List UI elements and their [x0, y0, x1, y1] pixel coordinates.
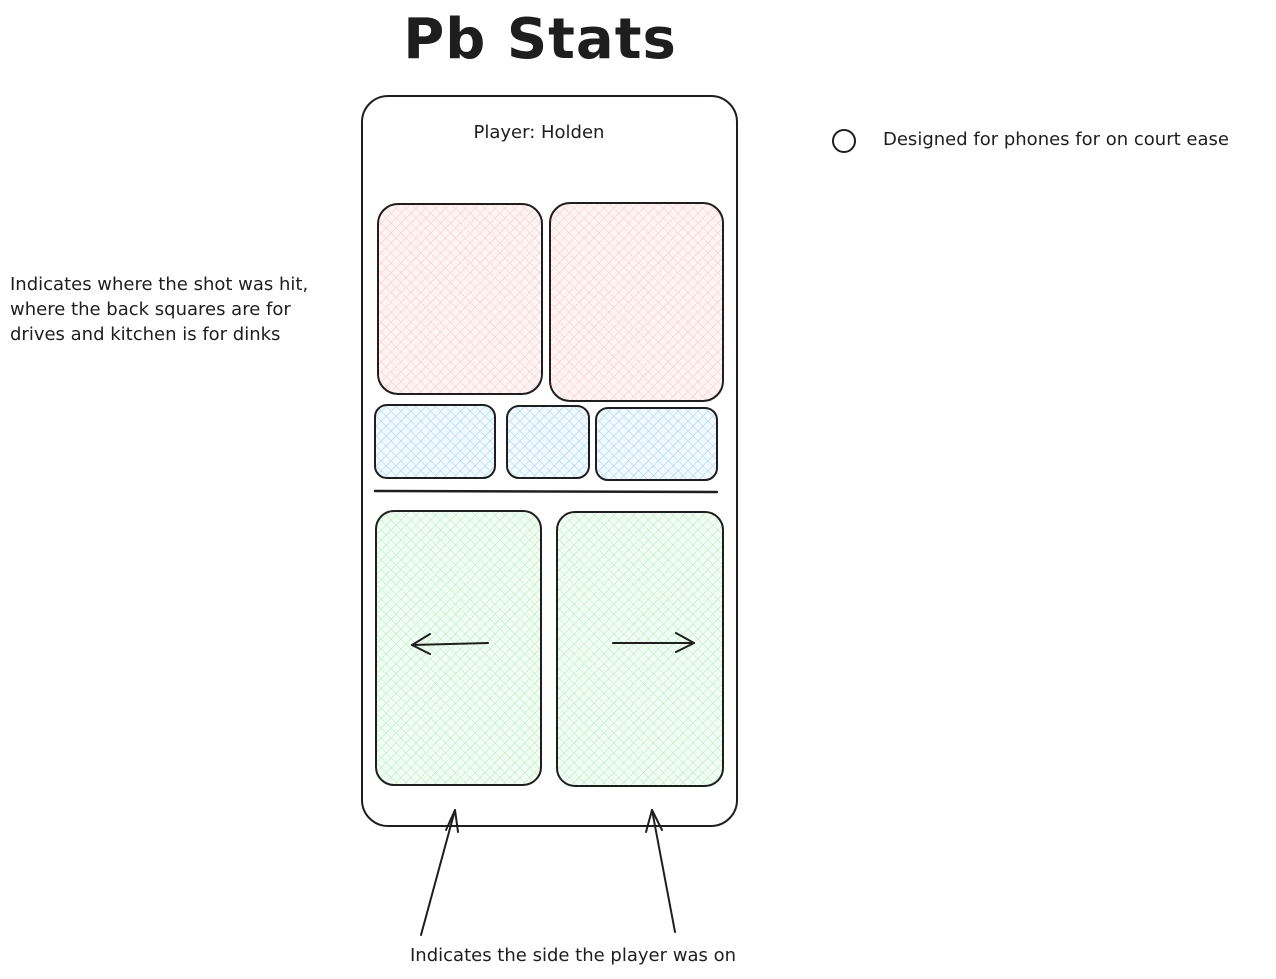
callout-arrow-right: [645, 809, 676, 933]
player-label: Player: Holden: [473, 122, 605, 143]
side-annotation: Indicates the side the player was on: [410, 945, 737, 966]
callout-arrow-left: [420, 809, 459, 936]
kitchen-zone-left[interactable]: [374, 404, 496, 479]
circle-bullet-icon: [832, 129, 856, 153]
kitchen-zone-right[interactable]: [595, 407, 718, 481]
drive-zone-right[interactable]: [549, 202, 724, 402]
net-divider: [373, 489, 719, 494]
zone-annotation: Indicates where the shot was hit, where …: [10, 274, 309, 345]
page-title: Pb Stats: [403, 7, 677, 72]
phone-frame: [361, 95, 738, 827]
arrow-left-icon: [411, 633, 489, 655]
arrow-right-icon: [612, 632, 695, 653]
kitchen-zone-middle[interactable]: [506, 405, 590, 479]
drive-zone-left[interactable]: [377, 203, 543, 395]
phone-annotation: Designed for phones for on court ease: [883, 129, 1229, 150]
side-zone-left[interactable]: [375, 510, 542, 786]
side-zone-right[interactable]: [556, 511, 724, 787]
